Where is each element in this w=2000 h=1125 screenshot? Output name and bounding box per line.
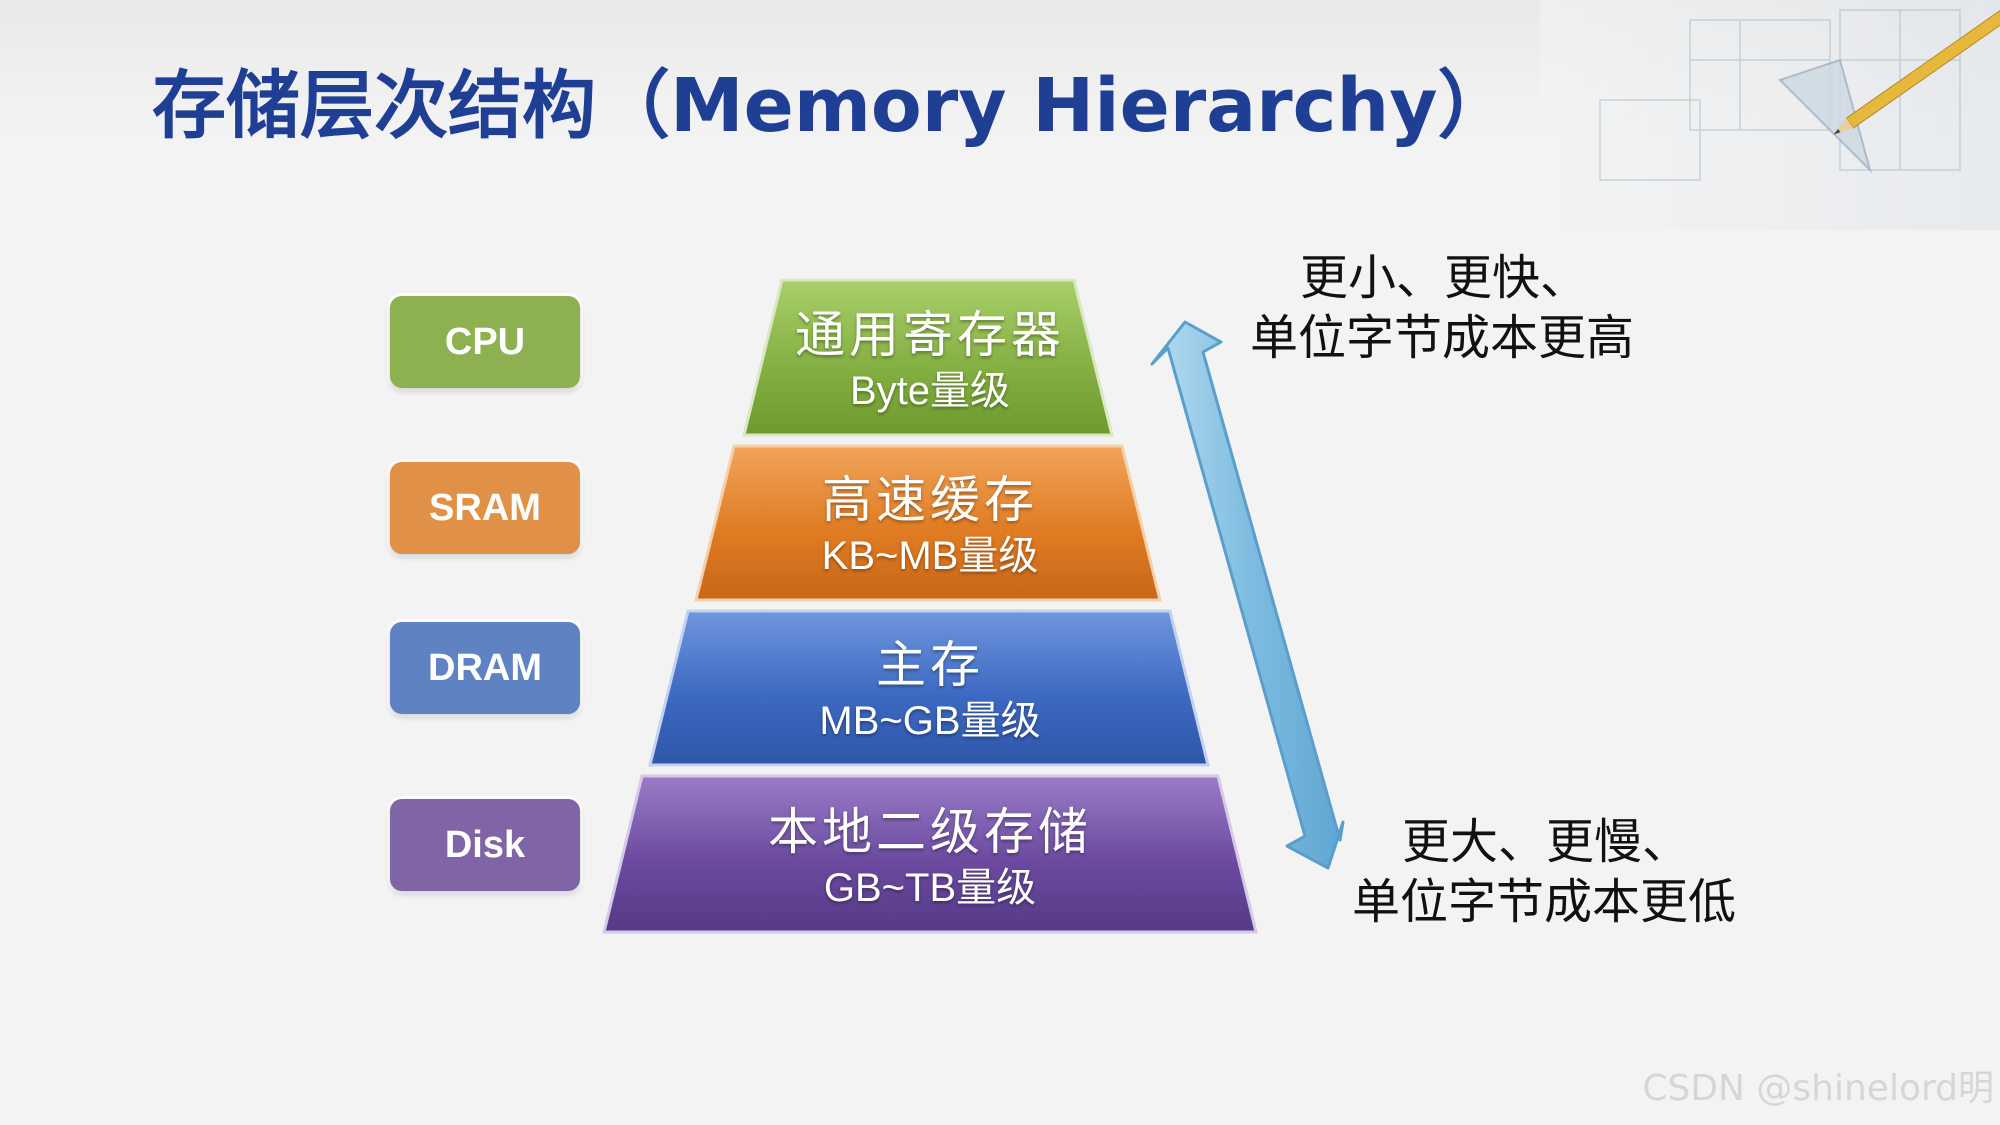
top-note: 更小、更快、 单位字节成本更高 — [1250, 248, 1634, 368]
tier-cache-size: KB~MB量级 — [821, 534, 1039, 578]
drafting-decoration — [1540, 0, 2000, 230]
double-arrow — [1150, 320, 1345, 870]
bottom-note: 更大、更慢、 单位字节成本更低 — [1352, 812, 1736, 932]
tier-main-memory-text: 主存 MB~GB量级 — [660, 636, 1200, 744]
tier-registers — [742, 278, 1114, 437]
tier-registers-text: 通用寄存器 Byte量级 — [660, 306, 1200, 414]
tier-local-storage-size: GB~TB量级 — [823, 866, 1037, 910]
tier-main-memory-size: MB~GB量级 — [819, 699, 1041, 743]
tier-cache-text: 高速缓存 KB~MB量级 — [660, 471, 1200, 579]
bottom-note-line2: 单位字节成本更低 — [1352, 874, 1737, 930]
dram-label-text: DRAM — [428, 646, 542, 689]
disk-label: Disk — [390, 799, 580, 891]
disk-label-text: Disk — [444, 823, 526, 866]
tier-main-memory-name: 主存 — [876, 636, 984, 694]
tier-registers-size: Byte量级 — [849, 369, 1011, 413]
tier-local-storage — [602, 774, 1258, 934]
bottom-note-line1: 更大、更慢、 — [1402, 814, 1691, 870]
cpu-label-text: CPU — [444, 320, 526, 363]
watermark: CSDN @shinelord明 — [1642, 1068, 1994, 1109]
tier-main-memory — [648, 609, 1210, 767]
page-title: 存储层次结构（Memory Hierarchy） — [152, 63, 1512, 149]
tier-cache — [694, 444, 1162, 602]
sram-label-text: SRAM — [429, 486, 541, 529]
tier-cache-name: 高速缓存 — [822, 471, 1038, 529]
tier-registers-name: 通用寄存器 — [795, 306, 1065, 364]
tier-local-storage-text: 本地二级存储 GB~TB量级 — [660, 803, 1200, 911]
sram-label: SRAM — [390, 462, 580, 554]
tier-local-storage-name: 本地二级存储 — [768, 803, 1092, 861]
cpu-label: CPU — [390, 296, 580, 388]
top-note-line2: 单位字节成本更高 — [1250, 310, 1635, 366]
top-note-line1: 更小、更快、 — [1300, 250, 1589, 306]
dram-label: DRAM — [390, 622, 580, 714]
